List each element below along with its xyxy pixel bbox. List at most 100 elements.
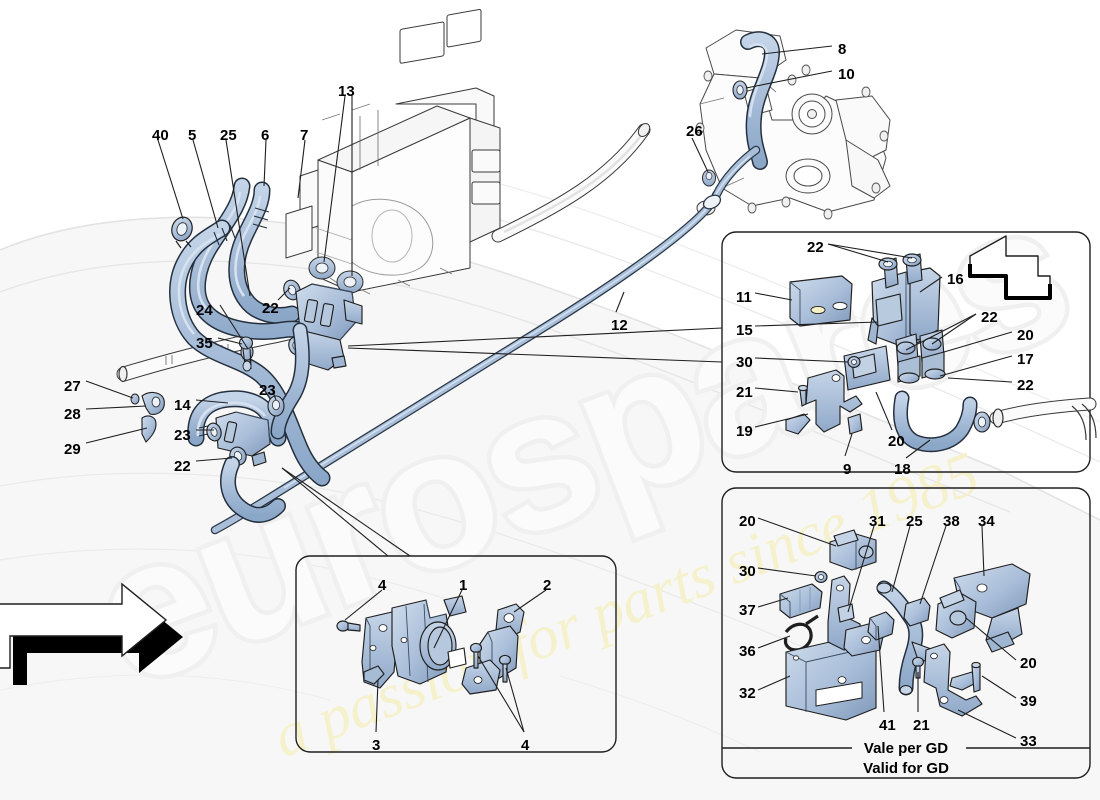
callout-12: 12 [611, 317, 628, 334]
nut-30-gd [814, 571, 828, 583]
callout-28: 28 [64, 406, 81, 423]
direction-arrow-panel [968, 235, 1052, 300]
clamp-40 [171, 216, 193, 249]
panel-gd-callout-leaders [757, 517, 1017, 739]
callout-40: 40 [152, 127, 169, 144]
panel-gd-border [721, 487, 1091, 779]
pump-1 [391, 595, 467, 685]
callout-7: 7 [300, 127, 309, 144]
clamp-10 [732, 80, 748, 100]
callout-gd-32: 32 [739, 685, 756, 702]
callout-gd-33: 33 [1020, 733, 1037, 750]
hvac-heater-unit [285, 9, 501, 295]
heater-hose-5 [169, 219, 331, 487]
callout-panel-22-top: 22 [807, 239, 824, 256]
callout-gd-25: 25 [906, 513, 923, 530]
gd-note-english: Valid for GD [863, 760, 949, 777]
grommet-23 [267, 395, 285, 417]
valve-body-15-16 [843, 253, 946, 391]
callout-pump-1: 1 [459, 577, 468, 594]
callout-22-heater: 22 [262, 300, 279, 317]
fitting-20-top [829, 529, 877, 571]
sleeve-37 [779, 583, 823, 619]
bolt-4-top [336, 620, 361, 632]
panel-pump-border [295, 555, 617, 753]
fitting-27 [130, 393, 140, 405]
grommet-13-group [308, 256, 364, 294]
gd-note-italian: Vale per GD [863, 740, 949, 757]
callout-panel-21: 21 [736, 384, 753, 401]
panel-pump-contents [336, 595, 525, 695]
bolt-21-gd [912, 656, 924, 679]
callout-pump-3: 3 [372, 737, 381, 754]
callout-29: 29 [64, 441, 81, 458]
panel-valve-border [721, 231, 1091, 473]
bracket-33 [923, 643, 983, 717]
callout-panel-18: 18 [894, 461, 911, 478]
callout-panel-20-bot: 20 [888, 433, 905, 450]
callout-gd-20-top: 20 [739, 513, 756, 530]
long-grey-pipe [491, 122, 651, 243]
fitting-20-right [935, 589, 977, 639]
heater-hose-6 [228, 181, 301, 324]
bracket-19 [785, 369, 863, 435]
hose-8-engine [740, 31, 780, 170]
callout-gd-41: 41 [879, 717, 896, 734]
callout-gd-21: 21 [913, 717, 930, 734]
panel-gd-contents [779, 529, 1031, 721]
callout-10: 10 [838, 66, 855, 83]
callout-23-lower: 23 [174, 427, 191, 444]
bush-9 [847, 413, 863, 435]
callout-13: 13 [338, 83, 355, 100]
panel-borders [295, 231, 1091, 779]
panel-valve-callout-leaders [754, 243, 1013, 459]
callout-23-upper: 23 [259, 382, 276, 399]
callout-panel-15: 15 [736, 322, 753, 339]
callout-gd-39: 39 [1020, 693, 1037, 710]
callout-27: 27 [64, 378, 81, 395]
grommet-26 [702, 169, 716, 187]
callout-pump-4-bot: 4 [521, 737, 530, 754]
panel-pump-callout-leaders [344, 589, 547, 733]
callout-gd-31: 31 [869, 513, 886, 530]
fitting-29 [141, 415, 157, 443]
callout-leaders [85, 45, 833, 462]
callout-gd-37: 37 [739, 602, 756, 619]
callout-panel-11: 11 [736, 289, 752, 306]
long-blue-pipe-12 [210, 145, 761, 535]
callout-panel-22-mid: 22 [981, 309, 998, 326]
hose-lower-drop [220, 456, 286, 523]
water-valve-lower [206, 411, 271, 467]
callout-panel-22-bot: 22 [1017, 377, 1034, 394]
bolts-4-bottom [469, 642, 512, 683]
callout-gd-20-right: 20 [1020, 655, 1037, 672]
callout-24: 24 [196, 302, 213, 319]
callout-panel-9: 9 [843, 461, 852, 478]
callout-gd-34: 34 [978, 513, 995, 530]
panel-pump-leaders [281, 467, 411, 557]
callout-gd-30: 30 [739, 563, 756, 580]
callout-panel-20-top: 20 [1017, 327, 1034, 344]
fitting-28 [141, 391, 165, 415]
engine-gearbox-assembly [695, 29, 891, 220]
pipe-right-panel [973, 397, 1097, 441]
callout-gd-36: 36 [739, 643, 756, 660]
callout-panel-30: 30 [736, 354, 753, 371]
clip-36 [783, 614, 819, 652]
callout-8: 8 [838, 41, 847, 58]
callout-panel-17: 17 [1017, 351, 1034, 368]
callout-25: 25 [220, 127, 237, 144]
nut-30 [847, 356, 861, 368]
fitting-41 [867, 611, 895, 641]
callout-pump-2: 2 [543, 577, 552, 594]
callout-6: 6 [261, 127, 270, 144]
callout-5: 5 [188, 127, 197, 144]
bracket-11 [789, 275, 853, 327]
callout-panel-19: 19 [736, 423, 753, 440]
panel-valve-leaders [347, 327, 723, 363]
callout-pump-4-top: 4 [378, 577, 387, 594]
callout-22-lower: 22 [174, 458, 191, 475]
panel-valve-contents [785, 235, 1097, 453]
